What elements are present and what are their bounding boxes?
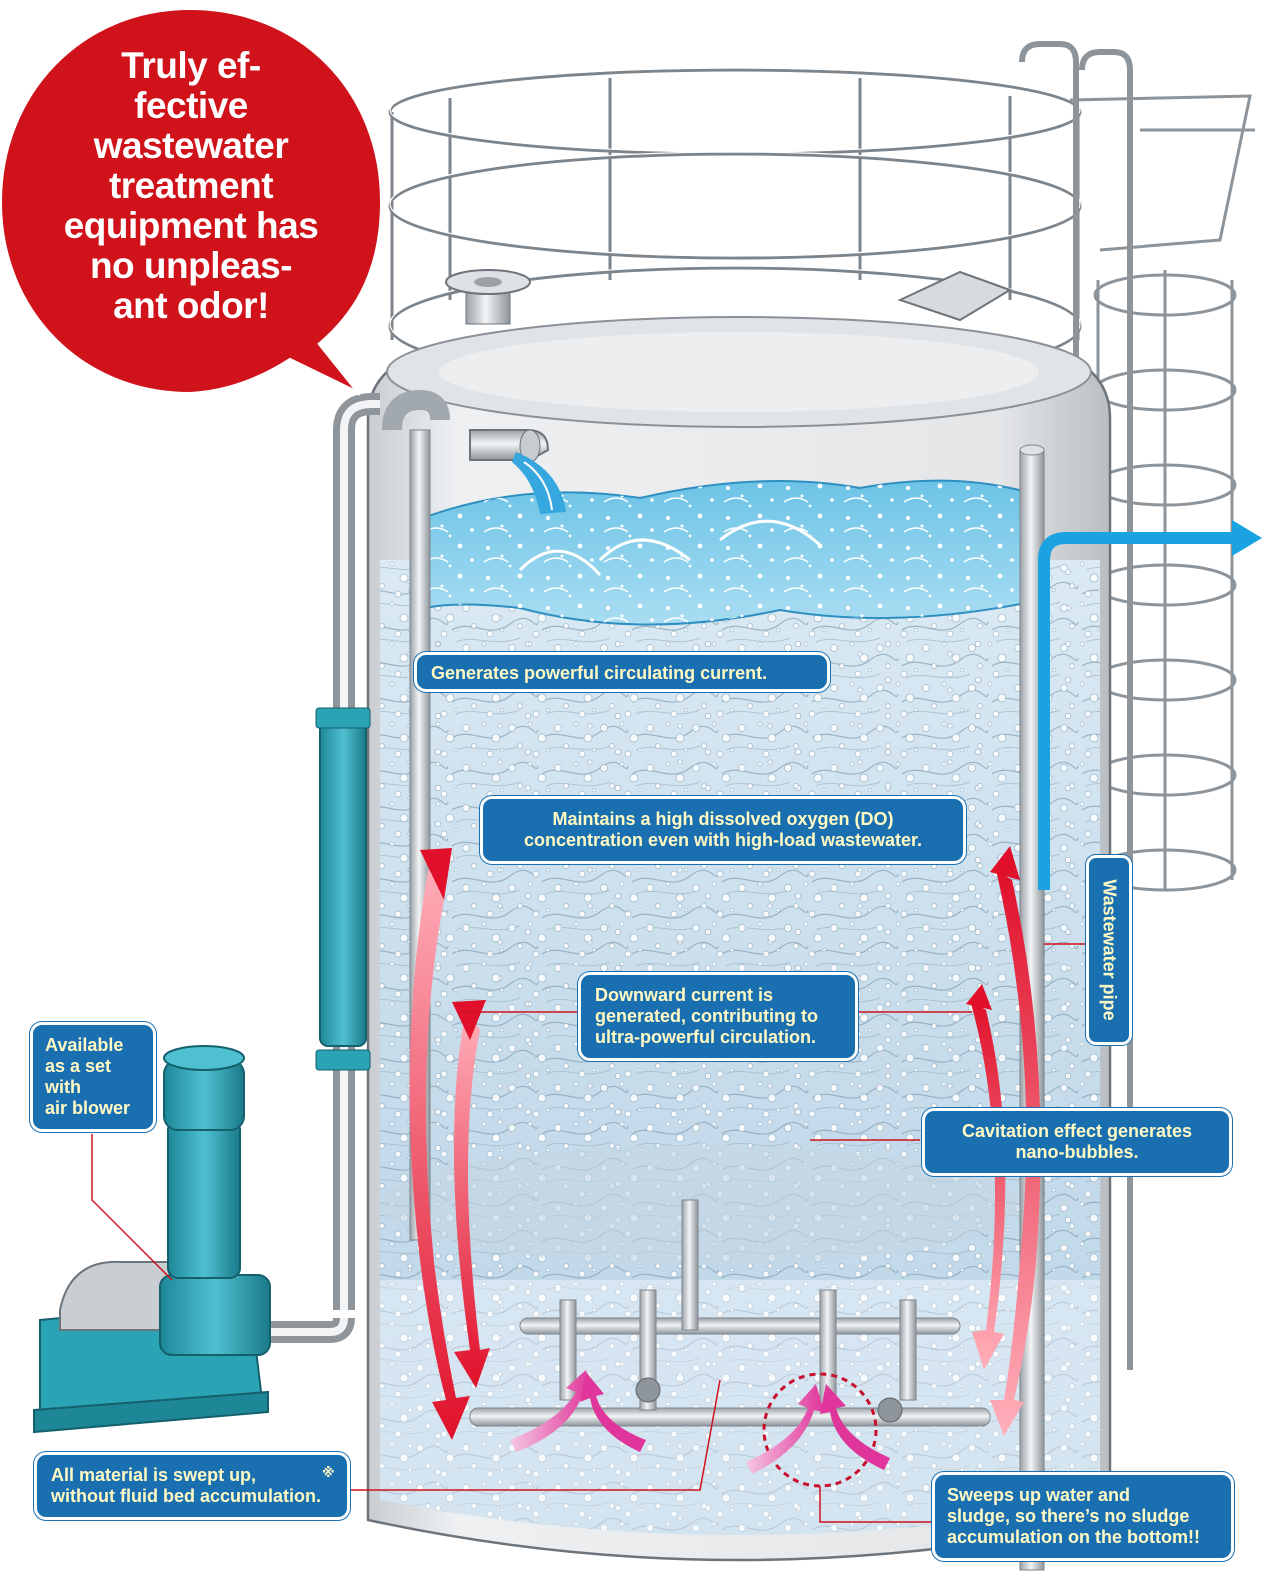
- sludge-label: Sweeps up water and sludge, so there’s n…: [932, 1472, 1234, 1561]
- label-text: generated, contributing to: [595, 1006, 818, 1026]
- air-blower: [33, 1045, 271, 1434]
- label-text: with: [45, 1077, 81, 1097]
- label-text: nano-bubbles.: [1015, 1142, 1139, 1162]
- label-text: Cavitation effect generates: [961, 1121, 1193, 1141]
- leader-lines: [91, 943, 1086, 1523]
- bubble-line: Truly ef-: [121, 45, 261, 86]
- outflow-arrow-icon: [1038, 520, 1262, 890]
- nozzle-burst-icon: [762, 1372, 878, 1488]
- air-supply-pipe: [262, 393, 380, 1343]
- bubble-line: no unpleas-: [89, 245, 293, 286]
- downward-current-label: Downward current is generated, contribut…: [578, 972, 858, 1061]
- label-text: Wastewater pipe: [1099, 879, 1120, 1021]
- label-text: All material is swept up,: [51, 1465, 257, 1485]
- inflow-spout: [469, 429, 566, 514]
- bubble-line: wastewater: [93, 125, 289, 166]
- top-nozzle: [445, 269, 1013, 325]
- swept-up-label: All material is swept up, without fluid …: [34, 1452, 350, 1520]
- wastewater-pipe-label: Wastewater pipe: [1086, 855, 1132, 1045]
- label-text: air blower: [45, 1098, 131, 1118]
- label-text: ultra-powerful circulation.: [595, 1027, 817, 1047]
- air-blower-label: Available as a set with air blower: [30, 1022, 156, 1132]
- bubble-line: equipment has: [63, 205, 319, 246]
- label-text: concentration even with high-load wastew…: [523, 830, 923, 850]
- dissolved-oxygen-label: Maintains a high dissolved oxygen (DO) c…: [480, 796, 966, 864]
- sweep-arrow-icon: [510, 1370, 890, 1474]
- circulation-arrow-icon: [409, 846, 1041, 1440]
- water-surface: [417, 479, 1041, 626]
- label-text: sludge, so there’s no sludge: [947, 1506, 1190, 1526]
- aerator-manifold: [469, 1199, 991, 1427]
- label-text: Maintains a high dissolved oxygen (DO): [552, 809, 894, 829]
- speech-bubble: [0, 5, 385, 397]
- cavitation-label: Cavitation effect generates nano-bubbles…: [922, 1108, 1232, 1176]
- label-text: accumulation on the bottom!!: [947, 1527, 1200, 1547]
- label-text: as a set: [45, 1056, 112, 1076]
- label-text: without fluid bed accumulation.: [51, 1486, 321, 1506]
- label-text: Generates powerful circulating current.: [431, 663, 768, 683]
- bubble-line: treatment: [108, 165, 274, 206]
- bubble-line: fective: [134, 85, 248, 126]
- label-text: Available: [45, 1035, 124, 1055]
- label-text: Downward current is: [595, 985, 774, 1005]
- bubble-line: ant odor!: [113, 285, 269, 326]
- circulating-current-label: Generates powerful circulating current.: [414, 652, 830, 692]
- speech-bubble-text: Truly ef- fective wastewater treatment e…: [18, 46, 364, 326]
- footnote-mark: ※: [322, 1466, 335, 1481]
- label-text: Sweeps up water and: [947, 1485, 1131, 1505]
